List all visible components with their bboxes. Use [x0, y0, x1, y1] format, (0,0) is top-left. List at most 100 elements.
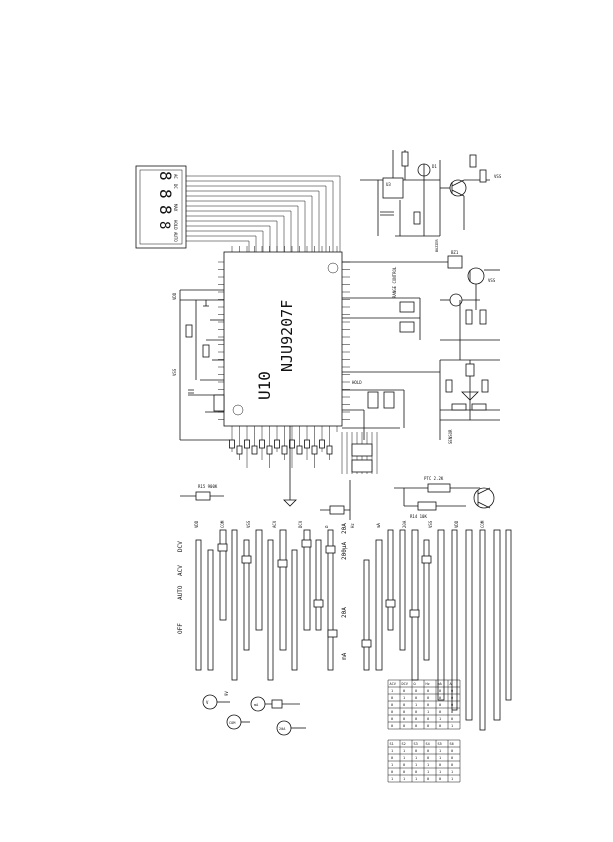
- table-cell: 1: [451, 724, 453, 728]
- lcd-annunciator: MAX: [173, 204, 178, 212]
- rotary-position: mA: [341, 652, 348, 660]
- switch-label: mA: [376, 523, 381, 528]
- table-cell: 0: [451, 717, 453, 721]
- rotary-position: 20A: [341, 607, 348, 618]
- lcd-bus-line: [186, 240, 250, 252]
- lcd-bus-line: [186, 190, 320, 252]
- switch-contact: [315, 539, 322, 631]
- switch-contact: [493, 529, 501, 721]
- resistor: [229, 439, 235, 449]
- table-cell: 0: [427, 703, 429, 707]
- rotary-position: DCV: [177, 541, 184, 552]
- lcd-bus-line: [186, 210, 292, 252]
- switch-contact: [267, 539, 274, 681]
- switch-label: VDD: [454, 520, 459, 528]
- switch-contact: [243, 539, 250, 651]
- rotary-position: OFF: [177, 623, 184, 634]
- switch-contact: [387, 529, 394, 631]
- table-cell: 0: [391, 717, 393, 721]
- lcd-bus-line: [186, 205, 299, 252]
- chip-pins: [218, 246, 350, 432]
- table-cell: 1: [427, 770, 429, 774]
- switch-label: Ω: [324, 525, 329, 528]
- switch-label: COM: [220, 520, 225, 528]
- table-cell: 1: [403, 777, 405, 781]
- table-cell: 0: [403, 763, 405, 767]
- switch-contact: [195, 539, 202, 671]
- table-cell: 0: [427, 777, 429, 781]
- table-cell: 1: [391, 749, 393, 753]
- table-cell: 1: [451, 777, 453, 781]
- table-cell: 0: [439, 763, 441, 767]
- switch-contact: [451, 529, 458, 711]
- switch-contact: [231, 529, 238, 681]
- switch-contact: [303, 529, 311, 631]
- ptc-circuit: PTC 2.2K R14 10K: [394, 476, 495, 519]
- table-header-cell: S1: [390, 742, 394, 746]
- resistor: [244, 439, 250, 449]
- switch-label: ACV: [272, 520, 277, 528]
- lcd-display: 8 8 8 8 AC DC MAX HOLD AUTO: [135, 165, 187, 249]
- table-cell: 0: [451, 756, 453, 760]
- switch-contact: [279, 529, 287, 651]
- table-cell: 0: [439, 703, 441, 707]
- resistor-network: [351, 459, 373, 473]
- resistor: [259, 439, 265, 449]
- switch-pad: [327, 629, 338, 638]
- lcd-bus-line: [186, 200, 306, 252]
- table-cell: 0: [415, 770, 417, 774]
- lcd-bus-line: [186, 225, 271, 252]
- table-header-cell: Hz: [426, 682, 430, 686]
- resistor: [304, 439, 310, 449]
- lcd-annunciator: DC: [173, 184, 178, 189]
- table-cell: 0: [403, 689, 405, 693]
- switch-pad: [421, 555, 432, 564]
- table-cell: 0: [391, 696, 393, 700]
- rotary-position: ACV: [177, 565, 184, 576]
- table-cell: 0: [403, 724, 405, 728]
- resistor: [236, 445, 243, 455]
- switch-contact: [255, 529, 263, 631]
- lcd-digit: 8: [156, 205, 175, 215]
- 20a-jack-label: 20A: [279, 727, 286, 731]
- switch-label: 20A: [402, 520, 407, 528]
- switch-pad: [325, 545, 336, 554]
- range-control-label: RANGE CONTROL: [392, 266, 397, 298]
- switch-contact: [437, 529, 445, 701]
- switch-contact: [363, 559, 370, 671]
- table-cell: 0: [427, 717, 429, 721]
- lcd-bus-line: [186, 220, 278, 252]
- switch-contact: [423, 539, 430, 661]
- lcd-bus-line: [186, 215, 285, 252]
- table-cell: 1: [451, 770, 453, 774]
- table-cell: 0: [391, 724, 393, 728]
- resistor: [266, 445, 273, 455]
- buzzer-label: BUZZER: [435, 238, 439, 252]
- table-header-cell: S2: [402, 742, 406, 746]
- table-cell: 0: [391, 703, 393, 707]
- table-cell: 1: [403, 696, 405, 700]
- switch-contact: [327, 529, 334, 671]
- table-cell: 1: [439, 749, 441, 753]
- lcd-digit: 8: [156, 171, 175, 181]
- switch-contact: [399, 529, 406, 651]
- table-cell: 0: [403, 710, 405, 714]
- lcd-digit: 8: [156, 221, 172, 229]
- switch-label: Hz: [350, 523, 355, 528]
- table-cell: 0: [451, 696, 453, 700]
- lcd-annunciator: HOLD: [173, 220, 178, 230]
- table-cell: 0: [439, 710, 441, 714]
- bottom-traces: [229, 432, 378, 474]
- table-cell: 0: [391, 756, 393, 760]
- table-cell: 0: [427, 749, 429, 753]
- switch-label: DCV: [298, 520, 303, 528]
- table-cell: 1: [403, 756, 405, 760]
- table-cell: 1: [391, 777, 393, 781]
- bz1-label: BZ1: [451, 250, 459, 255]
- table-header-cell: S3: [414, 742, 418, 746]
- resistor-network: [351, 443, 373, 457]
- table-cell: 0: [415, 717, 417, 721]
- table-cell: 0: [403, 717, 405, 721]
